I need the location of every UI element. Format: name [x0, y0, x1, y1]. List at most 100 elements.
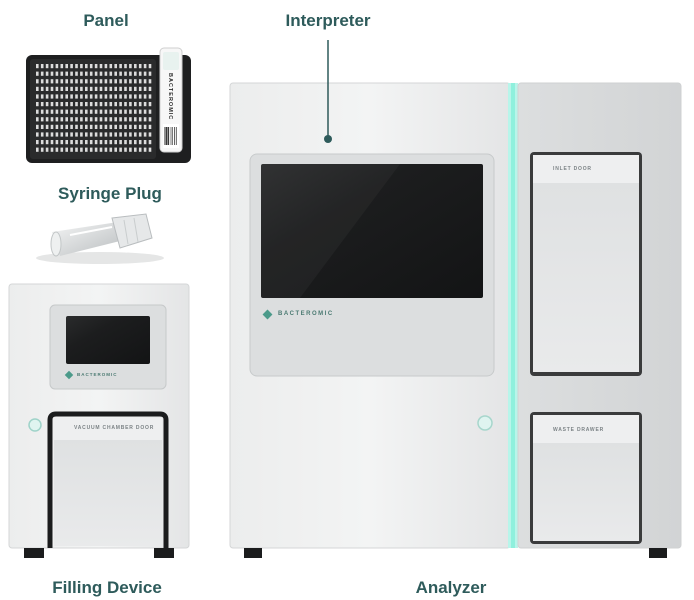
- panel-well: [143, 109, 147, 114]
- panel-well: [104, 71, 108, 76]
- barcode-bar: [174, 127, 176, 145]
- panel-well: [80, 102, 83, 107]
- panel-well: [89, 132, 93, 137]
- panel-well: [60, 102, 64, 107]
- panel-well: [143, 86, 147, 91]
- panel-well: [99, 64, 103, 69]
- panel-well: [143, 64, 147, 69]
- panel-well: [119, 79, 122, 84]
- panel-well: [94, 117, 98, 122]
- panel-well: [55, 71, 59, 76]
- panel-well: [75, 86, 78, 91]
- panel-well: [143, 117, 147, 122]
- panel-well: [45, 147, 49, 152]
- panel-well: [89, 117, 93, 122]
- panel-well: [148, 79, 152, 84]
- panel-well: [55, 132, 59, 137]
- panel-well: [114, 71, 117, 76]
- panel-well: [80, 140, 83, 145]
- panel-well: [129, 86, 132, 91]
- barcode-bar: [168, 127, 170, 145]
- panel-well: [65, 109, 68, 114]
- panel-well: [134, 124, 137, 129]
- panel-well: [70, 86, 73, 91]
- panel-well: [94, 102, 98, 107]
- panel-well: [129, 79, 132, 84]
- panel-well: [148, 86, 152, 91]
- panel-well: [134, 109, 137, 114]
- panel-well: [119, 64, 122, 69]
- panel-well: [119, 71, 122, 76]
- panel-well: [138, 64, 142, 69]
- panel-well: [36, 94, 39, 99]
- panel-well: [55, 102, 59, 107]
- panel-well: [109, 117, 113, 122]
- panel-well: [109, 79, 113, 84]
- panel-well: [104, 117, 108, 122]
- panel-well: [134, 94, 137, 99]
- panel-well: [104, 86, 108, 91]
- panel-well: [55, 79, 59, 84]
- panel-well: [65, 117, 68, 122]
- panel-well: [104, 64, 108, 69]
- panel-well: [148, 147, 152, 152]
- panel-well: [148, 109, 152, 114]
- panel-well: [124, 124, 127, 129]
- panel-well: [36, 140, 39, 145]
- panel-well: [148, 117, 152, 122]
- panel-well: [109, 71, 113, 76]
- panel-well: [65, 124, 68, 129]
- panel-well: [70, 64, 73, 69]
- panel-well: [109, 140, 113, 145]
- panel-well: [55, 124, 59, 129]
- panel-well: [75, 140, 78, 145]
- panel-well: [65, 132, 68, 137]
- panel-well: [119, 109, 122, 114]
- panel-well: [65, 102, 68, 107]
- panel-brand-text: BACTEROMIC: [167, 73, 173, 121]
- panel-well: [80, 124, 83, 129]
- panel-well: [55, 117, 59, 122]
- panel-well: [143, 132, 147, 137]
- panel-well: [104, 132, 108, 137]
- panel-well: [60, 86, 64, 91]
- panel-well: [119, 147, 122, 152]
- panel-well: [138, 86, 142, 91]
- panel-well: [85, 147, 88, 152]
- panel-well: [138, 71, 142, 76]
- panel-well: [148, 71, 152, 76]
- panel-well: [94, 147, 98, 152]
- panel-well: [124, 117, 127, 122]
- panel-well: [99, 132, 103, 137]
- panel-well: [70, 147, 73, 152]
- panel-well: [50, 64, 54, 69]
- filling-device-brand-text: BACTEROMIC: [77, 372, 118, 377]
- panel-well: [148, 124, 152, 129]
- panel-well: [134, 71, 137, 76]
- panel-well: [143, 102, 147, 107]
- panel-well: [36, 109, 39, 114]
- panel-well: [45, 117, 49, 122]
- panel-well: [94, 86, 98, 91]
- panel-well: [143, 124, 147, 129]
- panel-well: [104, 94, 108, 99]
- panel-well: [143, 94, 147, 99]
- panel-well: [75, 79, 78, 84]
- panel-well: [50, 117, 54, 122]
- panel-well: [60, 147, 64, 152]
- panel-well: [75, 64, 78, 69]
- panel-well: [45, 79, 49, 84]
- panel-well: [85, 71, 88, 76]
- panel-well: [80, 79, 83, 84]
- panel-well: [104, 140, 108, 145]
- panel-well: [99, 140, 103, 145]
- panel-well: [60, 71, 64, 76]
- panel-well: [60, 109, 64, 114]
- panel-well: [89, 94, 93, 99]
- panel-well: [50, 140, 54, 145]
- panel-well: [109, 147, 113, 152]
- panel-well: [50, 86, 54, 91]
- panel-well: [70, 94, 73, 99]
- panel-well: [109, 124, 113, 129]
- panel-well: [70, 117, 73, 122]
